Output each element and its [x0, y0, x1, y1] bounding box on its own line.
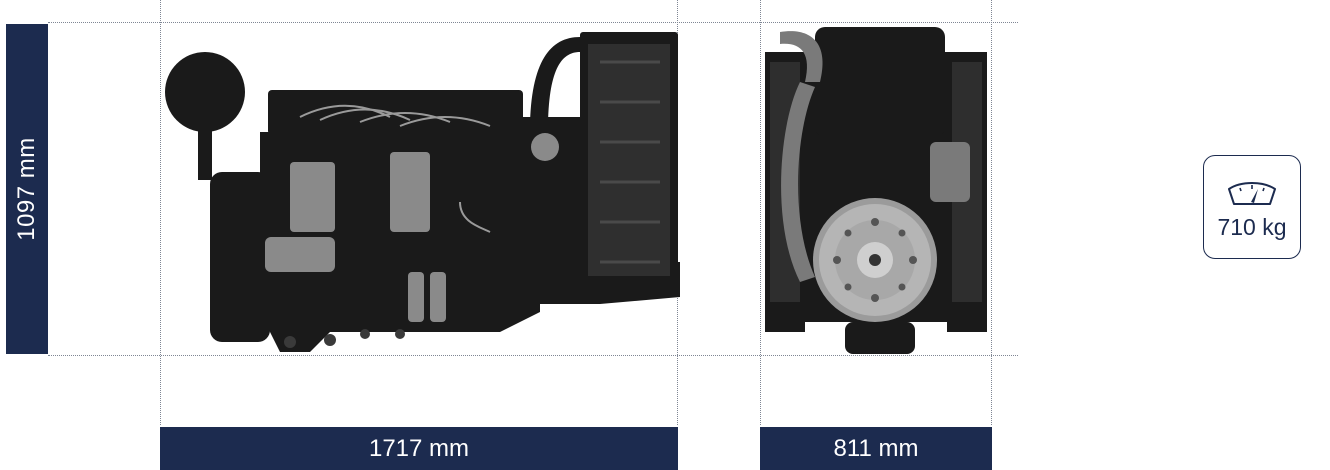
front-view-left-guide-line: [760, 0, 761, 425]
length-dimension-bar: 1717 mm: [160, 427, 678, 470]
gauge-icon: [1228, 181, 1276, 205]
height-dimension-bar: 1097 mm: [6, 24, 48, 354]
weight-badge: 710 kg: [1203, 155, 1301, 259]
engine-side-view: [165, 32, 680, 352]
width-dimension-bar: 811 mm: [760, 427, 992, 470]
top-guide-line: [48, 22, 1018, 23]
engine-front-view: [765, 27, 987, 354]
weight-value: 710 kg: [1217, 213, 1287, 240]
side-view-left-guide-line: [160, 0, 161, 425]
bottom-guide-line: [48, 355, 1018, 356]
width-dimension-label: 811 mm: [833, 434, 919, 462]
height-dimension-label: 1097 mm: [13, 137, 40, 241]
front-view-right-guide-line: [991, 0, 992, 425]
length-dimension-label: 1717 mm: [368, 434, 470, 462]
